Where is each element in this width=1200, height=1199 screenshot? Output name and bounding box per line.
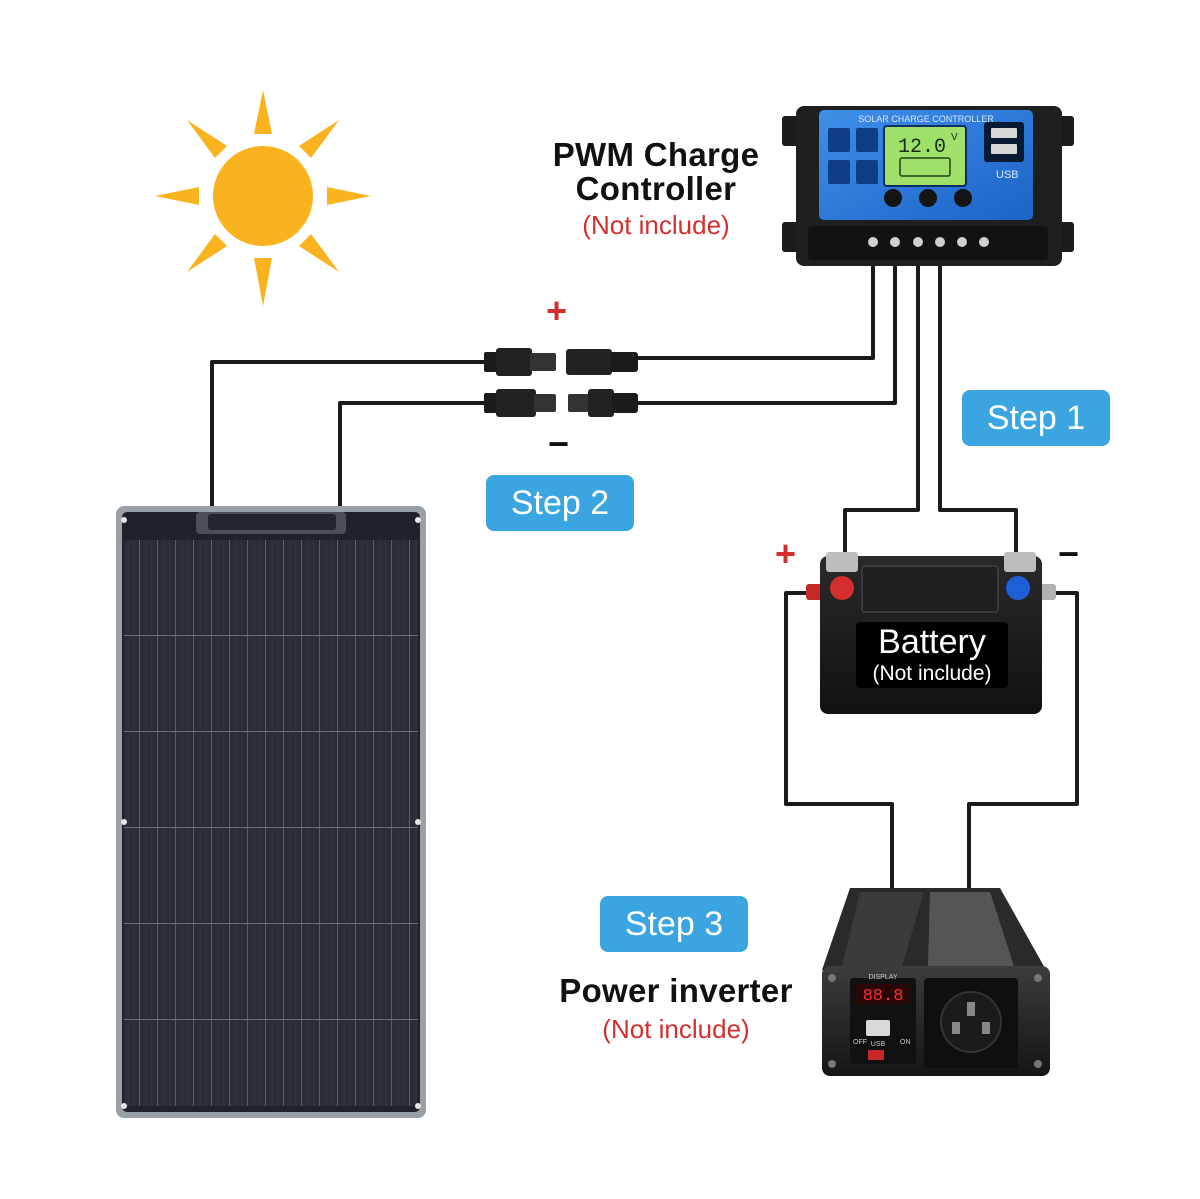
battery-note: (Not include) [872,662,992,685]
mc4-connector [484,348,638,417]
inverter-display-label: DISPLAY [868,974,897,981]
controller-pv-negative-wire [634,265,897,405]
controller-note: (Not include) [582,210,730,240]
controller-header: SOLAR CHARGE CONTROLLER [858,114,994,124]
wires [210,265,1079,895]
inverter-label: Power inverter (Not include) [546,972,806,1045]
battery-title: Battery [878,623,986,661]
mc4-negative-pair [484,389,638,417]
inverter-title: Power inverter [559,972,793,1009]
battery [806,552,1056,714]
battery-inverter-negative-wire [967,591,1079,895]
controller-usb-label: USB [996,169,1019,181]
mc4-positive-pair [484,348,638,376]
panel-negative-wire [338,401,488,515]
battery-minus-sign: − [1058,533,1080,574]
controller-pv-positive-wire [634,265,875,360]
controller-lcd-unit: V [951,132,958,143]
connector-plus-sign: + [546,290,568,331]
sun-icon [155,90,371,306]
step-1-badge: Step 1 [962,390,1110,446]
solar-panel [116,506,426,1118]
battery-label: Battery (Not include) [856,622,1008,686]
inverter-switch-off: OFF [853,1039,867,1046]
step-2-badge: Step 2 [486,475,634,531]
charge-controller: SOLAR CHARGE CONTROLLER 12.0 V USB [782,106,1074,266]
power-inverter: DISPLAY 88.8 USB OFF ON [822,888,1050,1076]
inverter-note: (Not include) [602,1014,750,1044]
battery-inverter-positive-wire [784,591,894,895]
step-3-badge: Step 3 [600,896,748,952]
controller-label: PWM Charge Controller (Not include) [540,136,772,241]
inverter-usb-label: USB [871,1041,886,1048]
controller-lcd-value: 12.0 [898,136,946,159]
controller-battery-positive-wire [843,265,920,552]
controller-battery-negative-wire [938,265,1018,552]
controller-title-line2: Controller [575,170,737,207]
inverter-display-value: 88.8 [863,987,904,1006]
panel-positive-wire [210,360,488,515]
battery-plus-sign: + [775,533,797,574]
controller-title-line1: PWM Charge [552,136,760,173]
inverter-switch-on: ON [900,1039,911,1046]
connector-minus-sign: − [548,423,570,464]
